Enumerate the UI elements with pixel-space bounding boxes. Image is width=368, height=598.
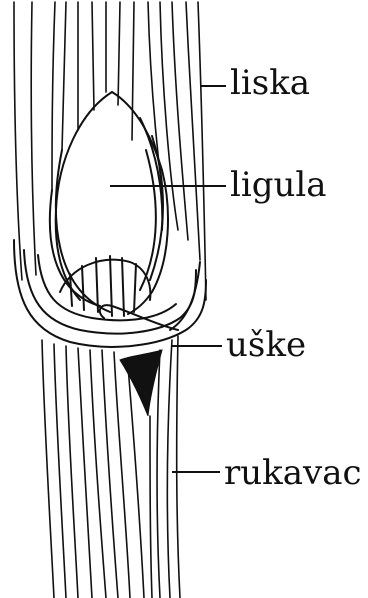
label-sheath: rukavac — [224, 453, 362, 493]
label-ligule: ligula — [230, 165, 327, 205]
sheath-illustration — [42, 336, 180, 598]
ligule-illustration — [56, 92, 168, 316]
auricles-illustration — [100, 305, 178, 416]
label-auricles: uške — [226, 325, 306, 365]
label-blade: liska — [230, 63, 310, 103]
collar-illustration — [14, 150, 206, 347]
